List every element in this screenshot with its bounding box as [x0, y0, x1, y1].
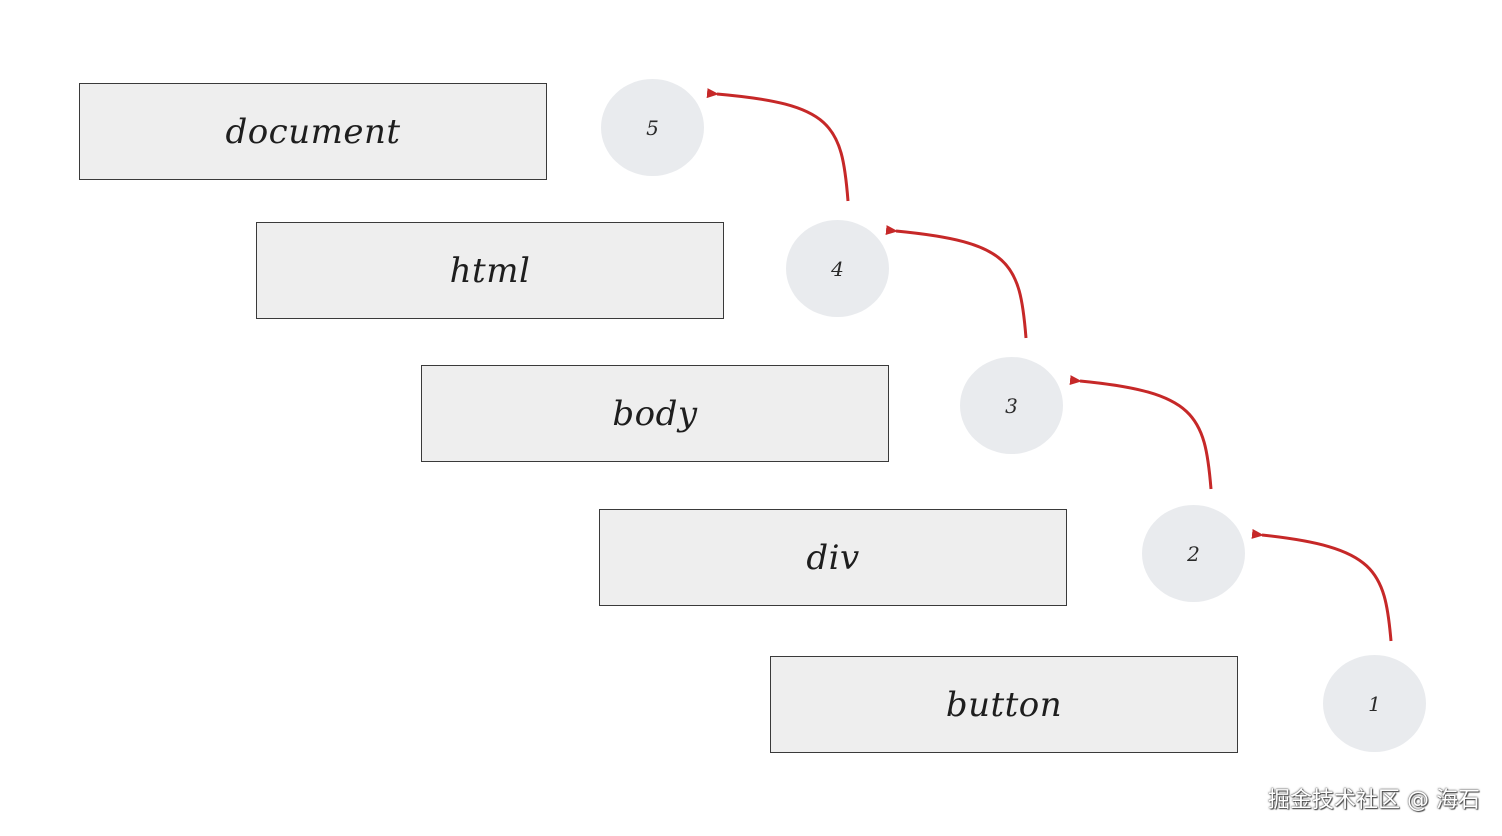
node-label: button [945, 684, 1063, 725]
step-circle-5: 5 [601, 79, 704, 176]
step-number: 5 [646, 115, 659, 140]
node-body: body [421, 365, 889, 462]
node-label: html [449, 250, 531, 291]
step-circle-4: 4 [786, 220, 889, 317]
arrow-1-to-2 [1251, 528, 1393, 642]
node-button: button [770, 656, 1238, 753]
watermark: 掘金技术社区 @ 海石 [1268, 788, 1480, 813]
step-number: 2 [1187, 541, 1200, 566]
node-label: div [806, 537, 860, 578]
node-div: div [599, 509, 1067, 606]
step-circle-1: 1 [1323, 655, 1426, 752]
node-label: document [225, 111, 401, 152]
step-number: 3 [1005, 393, 1018, 418]
arrow-2-to-3 [1069, 375, 1213, 490]
arrow-3-to-4 [885, 225, 1028, 339]
node-label: body [612, 393, 698, 434]
node-html: html [256, 222, 724, 319]
step-circle-2: 2 [1142, 505, 1245, 602]
arrow-4-to-5 [706, 88, 850, 202]
step-number: 4 [831, 256, 844, 281]
step-circle-3: 3 [960, 357, 1063, 454]
step-number: 1 [1368, 691, 1381, 716]
node-document: document [79, 83, 547, 180]
